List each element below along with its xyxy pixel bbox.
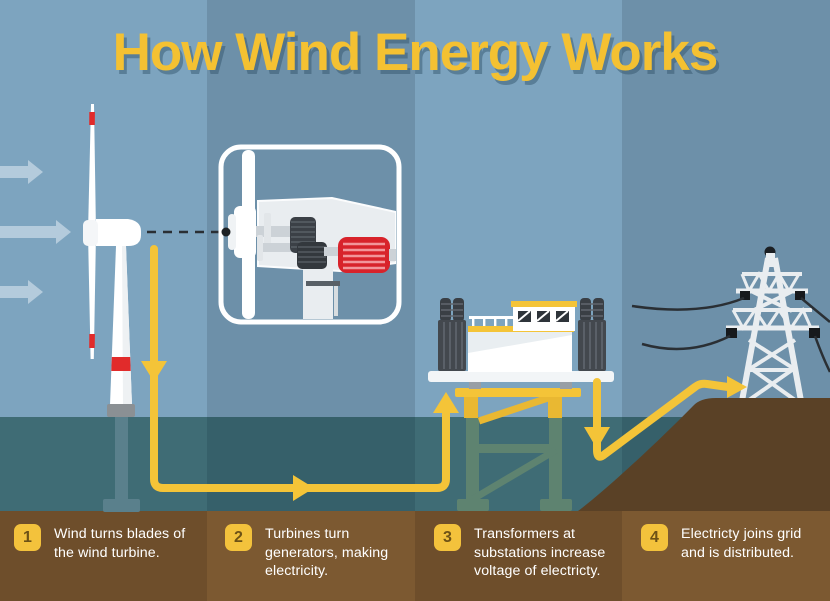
flow-arrowhead-down-icon [584, 427, 610, 449]
cabin-roof [511, 301, 577, 307]
insulator [740, 291, 750, 300]
flow-path-turbine-to-substation [141, 245, 459, 501]
inset-tower-column [303, 266, 333, 319]
inset-yaw-rod [334, 286, 338, 316]
page-title: How Wind Energy Works [112, 23, 719, 82]
transmission-tower [631, 246, 830, 402]
jacket-leg [464, 395, 478, 418]
flow-path-substation-to-grid [584, 376, 747, 461]
step-text: Electricty joins grid and is distributed… [681, 526, 802, 561]
turbine-tower-shade [122, 246, 132, 405]
wind-arrow-icon [0, 160, 43, 184]
jacket-diagonal [477, 390, 562, 425]
inset-lower-shaft [260, 243, 302, 252]
callout-dot [221, 227, 231, 237]
generator-endcap [389, 249, 396, 261]
turbine-blade [88, 104, 96, 233]
jacket-leg [548, 395, 562, 418]
wind-turbine [83, 104, 141, 512]
truss-diagonal [471, 446, 558, 503]
step-text: Transformers at substations increase vol… [474, 526, 606, 579]
substation-deck [428, 371, 614, 382]
tower-bracing [746, 290, 798, 402]
tower-crossarm-upper [736, 271, 808, 295]
substation-underwater-truss [457, 417, 572, 511]
deck-post [469, 381, 481, 389]
truss-footing [457, 499, 489, 511]
turbine-base-collar [107, 404, 135, 417]
inset-yaw-strip [306, 281, 340, 286]
substation [428, 298, 614, 389]
flow-arrowhead-down-icon [141, 361, 167, 382]
window-glare [555, 310, 569, 322]
transformer [438, 298, 466, 371]
inset-hub-nose [228, 214, 236, 250]
turbine-tower-red-band [111, 357, 131, 371]
turbine-nacelle [96, 219, 141, 246]
truss-crossbar [466, 444, 562, 453]
step-number-badge: 1 [14, 524, 41, 551]
wind-arrow-icon [0, 220, 71, 244]
inset-lower-flange [257, 235, 263, 261]
step-number-badge: 4 [641, 524, 668, 551]
step-number-badge: 2 [225, 524, 252, 551]
turbine-blade-tip-red [89, 334, 95, 348]
power-lines [631, 296, 830, 373]
building-shade [468, 330, 572, 353]
deck-post [560, 381, 572, 389]
insulator [795, 291, 805, 300]
truss-column [466, 417, 479, 501]
turbine-blade-tip-red [89, 112, 95, 125]
truss-column [549, 417, 562, 501]
inset-hub [234, 206, 256, 258]
tower-crossarm-lower [726, 306, 819, 331]
gearbox-pinion-icon [297, 242, 327, 269]
truss-footing [540, 499, 572, 511]
step-item-4: 4 Electricty joins grid and is distribut… [641, 524, 827, 562]
turbine-underwater-column [115, 417, 128, 500]
wind-arrow-icon [0, 280, 43, 304]
railing-post [483, 319, 486, 328]
inset-shaft-flange [264, 213, 271, 250]
step-number-badge: 3 [434, 524, 461, 551]
turbine-underwater-footing [103, 499, 140, 512]
turbine-blade [88, 233, 96, 359]
hill [578, 398, 830, 511]
flow-arrowhead-right-icon [727, 376, 747, 398]
step-item-2: 2 Turbines turn generators, making elect… [225, 524, 417, 581]
control-cabin [511, 301, 577, 331]
jacket-beam [455, 388, 581, 397]
flow-arrowhead-up-icon [433, 392, 459, 413]
railing-post [472, 319, 475, 328]
flow-arrowhead-right-icon [293, 475, 314, 501]
substation-jacket [455, 388, 581, 425]
railing-post [505, 319, 508, 328]
transformer [578, 298, 606, 371]
inset-main-shaft [256, 226, 298, 237]
step-text: Wind turns blades of the wind turbine. [54, 526, 186, 561]
step-item-1: 1 Wind turns blades of the wind turbine. [14, 524, 206, 562]
inset-generator-shaft [324, 247, 340, 256]
nacelle-inset [218, 144, 402, 325]
steps-strip: 1 Wind turns blades of the wind turbine.… [0, 511, 830, 601]
step-text: Turbines turn generators, making electri… [265, 526, 389, 579]
railing-post [494, 319, 497, 328]
window-glare [517, 310, 531, 322]
wind-arrows-icon [0, 160, 71, 304]
step-item-3: 3 Transformers at substations increase v… [434, 524, 630, 581]
generator-icon [338, 237, 396, 273]
turbine-hub [83, 220, 98, 246]
window-glare [536, 310, 550, 322]
insulator [809, 328, 820, 338]
insulator [726, 328, 737, 338]
